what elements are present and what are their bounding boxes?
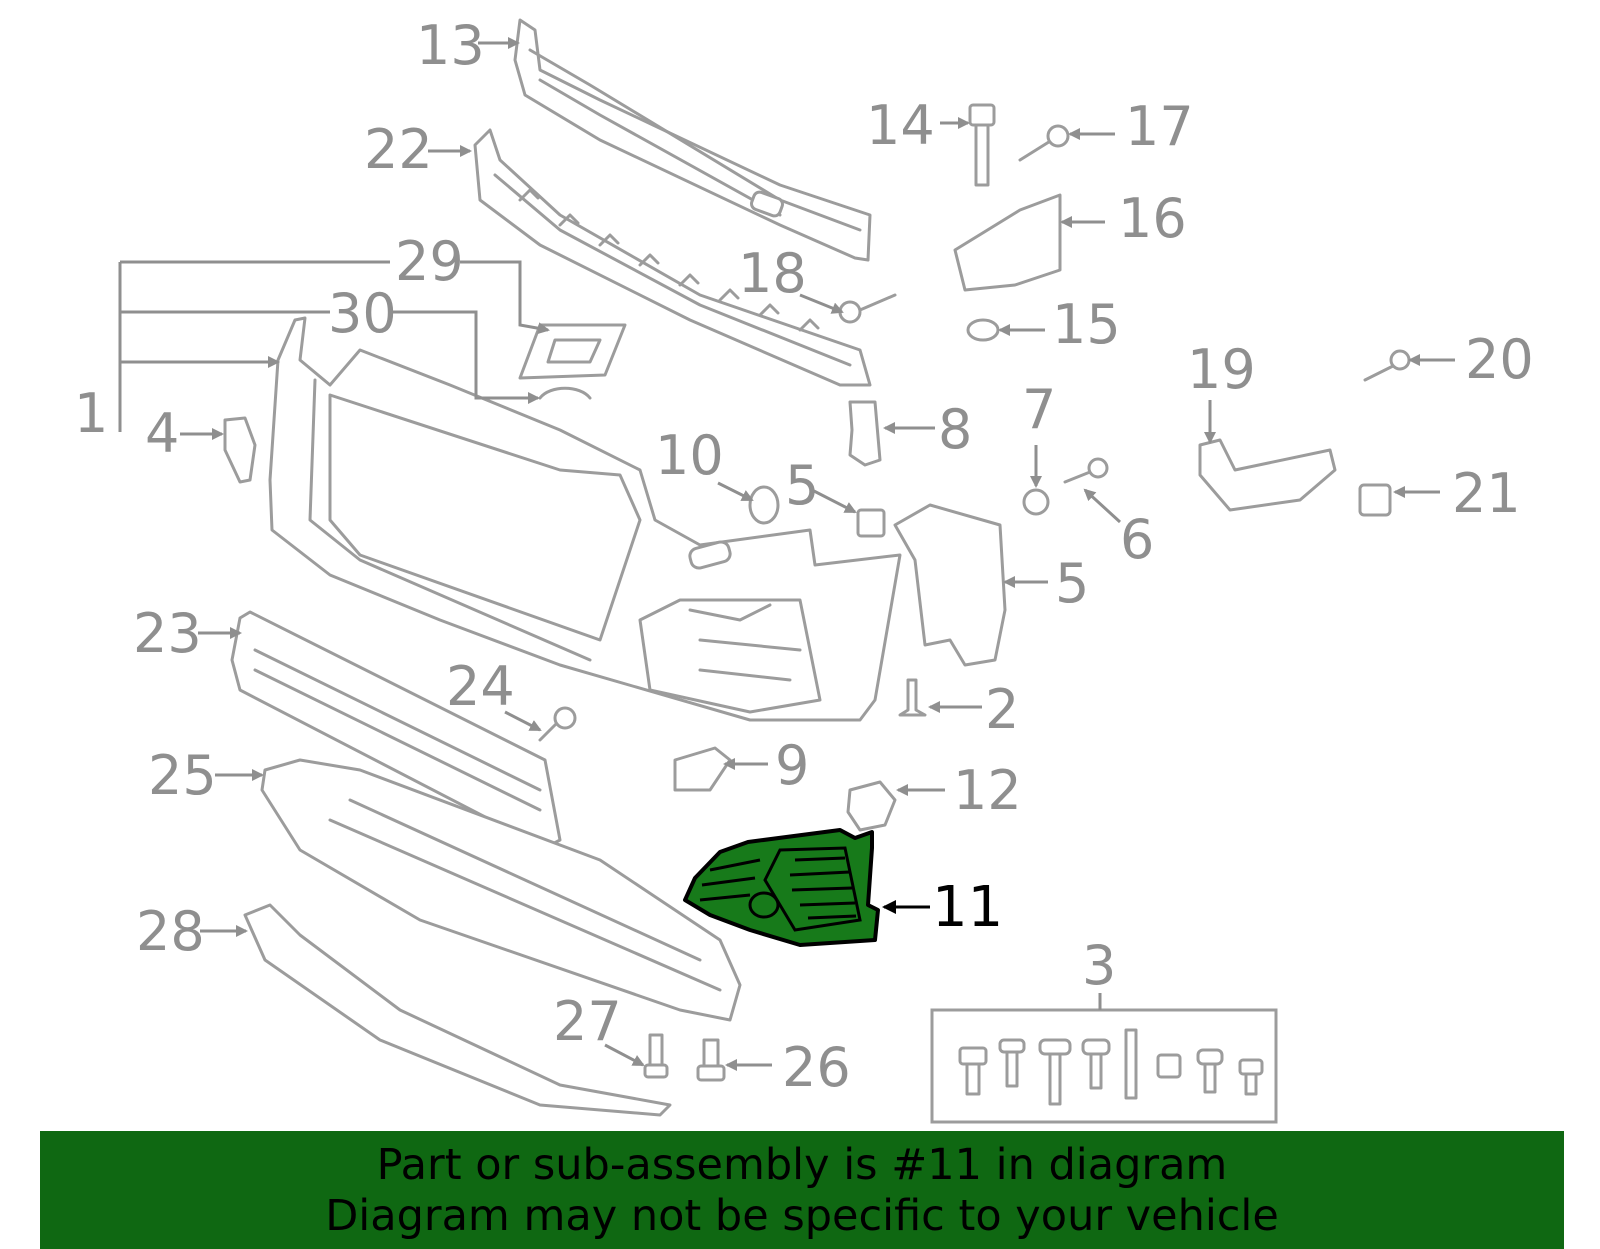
banner-line-disclaimer: Diagram may not be specific to your vehi… [325,1191,1279,1241]
callout-4: 4 [145,402,179,465]
callout-21: 21 [1452,462,1521,525]
callout-22: 22 [364,118,433,181]
part-30-seal [538,386,592,400]
part-25-undertray [260,758,742,1022]
part-27-bolt [643,1033,669,1079]
callout-8: 8 [938,398,972,461]
callout-20: 20 [1465,328,1534,391]
callout-2: 2 [985,678,1019,741]
callout-18: 18 [738,242,807,305]
callout-labels: 13 22 29 30 1 4 14 17 16 18 15 19 20 21 … [74,14,1534,1099]
callout-13: 13 [416,14,485,77]
callout-7: 7 [1022,378,1056,441]
leader-lines [118,37,1455,1071]
callout-29: 29 [395,230,464,293]
part-4-cover [223,416,257,484]
part-9-tow-cover [673,746,732,792]
callout-24: 24 [446,655,515,718]
callout-6: 6 [1120,508,1154,571]
part-5-bracket [893,503,1007,667]
part-19-bracket [1198,438,1337,512]
part-21-clip [1358,483,1392,517]
callout-28: 28 [136,900,205,963]
part-1-bumper-cover [268,316,902,722]
callout-3: 3 [1082,934,1116,997]
part-14-bolt [968,103,996,187]
callout-14: 14 [866,94,935,157]
callout-19: 19 [1187,338,1256,401]
part-17-screw [1018,124,1070,162]
part-29-bracket [518,323,627,380]
part-7-nut [1022,488,1050,516]
callout-11[interactable]: 11 [932,875,1003,940]
part-8-bracket [848,400,882,467]
callout-27: 27 [553,990,622,1053]
callout-17: 17 [1125,95,1194,158]
callout-5-bracket: 5 [1055,552,1089,615]
part-20-screw [1363,349,1411,382]
part-2-rivet [898,678,927,717]
banner-line-part-number: Part or sub-assembly is #11 in diagram [376,1140,1228,1190]
part-3-hardware-kit [930,1008,1278,1124]
callout-25: 25 [148,744,217,807]
part-22-energy-absorber [473,128,872,387]
part-5-clip [856,508,886,538]
part-26-bolt [696,1038,726,1082]
part-16-mount [953,193,1062,292]
part-12-sensor-bracket [846,780,897,832]
callout-30: 30 [328,282,397,345]
callout-5-clip: 5 [785,454,819,517]
callout-9: 9 [775,734,809,797]
part-10-plug [748,485,780,525]
callout-23: 23 [133,602,202,665]
part-28-trim-strip [243,903,672,1117]
callout-1: 1 [74,382,108,445]
part-13-reinforcement-bar [513,18,872,262]
callout-26: 26 [782,1036,851,1099]
part-24-screw [538,706,577,742]
part-6-screw [1063,457,1109,484]
part-15-nut [966,318,1000,342]
callout-16: 16 [1118,187,1187,250]
callout-10: 10 [655,424,724,487]
part-18-bolt [838,293,897,324]
part-info-banner: Part or sub-assembly is #11 in diagram D… [40,1131,1564,1249]
callout-12: 12 [953,759,1022,822]
part-11-fog-light-grille[interactable] [683,828,880,947]
callout-15: 15 [1052,293,1121,356]
